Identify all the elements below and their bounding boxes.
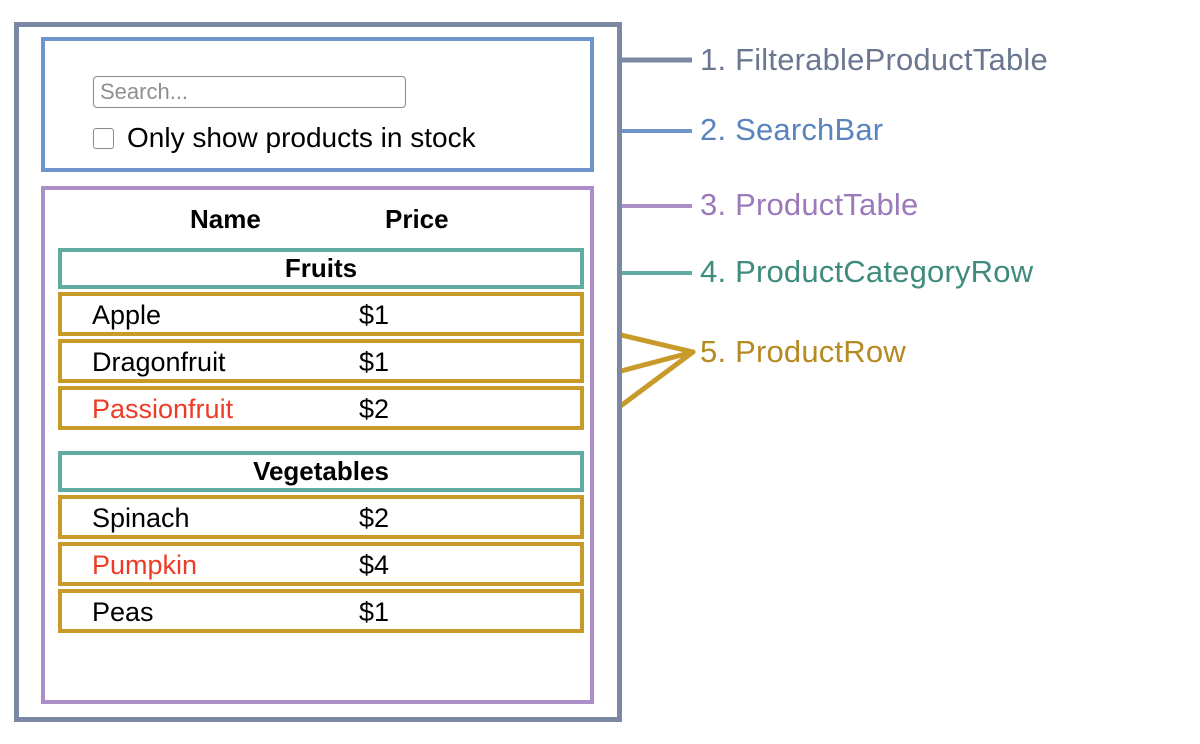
annotation-label-product-category-row: 4. ProductCategoryRow — [700, 254, 1034, 289]
product-row: Dragonfruit $1 — [58, 339, 584, 383]
checkbox-icon[interactable] — [93, 127, 114, 149]
product-category-label: Fruits — [284, 253, 358, 283]
annotation-label-product-table: 3. ProductTable — [700, 187, 919, 222]
product-price: $1 — [359, 347, 390, 377]
product-table: Name Price Fruits Apple $1 Dragonfruit $… — [41, 186, 594, 704]
product-name-out-of-stock: Passionfruit — [92, 394, 234, 424]
product-row: Peas $1 — [58, 589, 584, 633]
product-rows-container: Fruits Apple $1 Dragonfruit $1 Passionfr… — [58, 248, 584, 636]
annotation-label-search-bar: 2. SearchBar — [700, 112, 884, 147]
annotation-label-product-row: 5. ProductRow — [700, 334, 906, 369]
product-name: Spinach — [92, 503, 190, 533]
product-price: $2 — [359, 503, 390, 533]
product-category-label: Vegetables — [253, 456, 389, 486]
product-category-row: Fruits — [58, 248, 584, 289]
product-name: Peas — [92, 597, 154, 627]
column-header-name: Name — [190, 204, 261, 234]
table-header-row: Name Price — [58, 202, 578, 240]
product-name: Dragonfruit — [92, 347, 226, 377]
product-row: Spinach $2 — [58, 495, 584, 539]
product-row: Apple $1 — [58, 292, 584, 336]
in-stock-checkbox-label: Only show products in stock — [127, 122, 476, 153]
annotation-label-filterable-product-table: 1. FilterableProductTable — [700, 42, 1048, 77]
in-stock-filter[interactable]: Only show products in stock — [93, 123, 476, 153]
product-row: Passionfruit $2 — [58, 386, 584, 430]
product-price: $2 — [359, 394, 390, 424]
product-price: $4 — [359, 550, 390, 580]
product-price: $1 — [359, 300, 390, 330]
product-name-out-of-stock: Pumpkin — [92, 550, 198, 580]
product-category-row: Vegetables — [58, 451, 584, 492]
column-header-price: Price — [385, 204, 449, 234]
group-spacer — [58, 433, 584, 451]
search-bar: Search... Only show products in stock — [41, 37, 594, 172]
search-input[interactable]: Search... — [93, 76, 406, 108]
product-row: Pumpkin $4 — [58, 542, 584, 586]
product-price: $1 — [359, 597, 390, 627]
product-name: Apple — [92, 300, 162, 330]
